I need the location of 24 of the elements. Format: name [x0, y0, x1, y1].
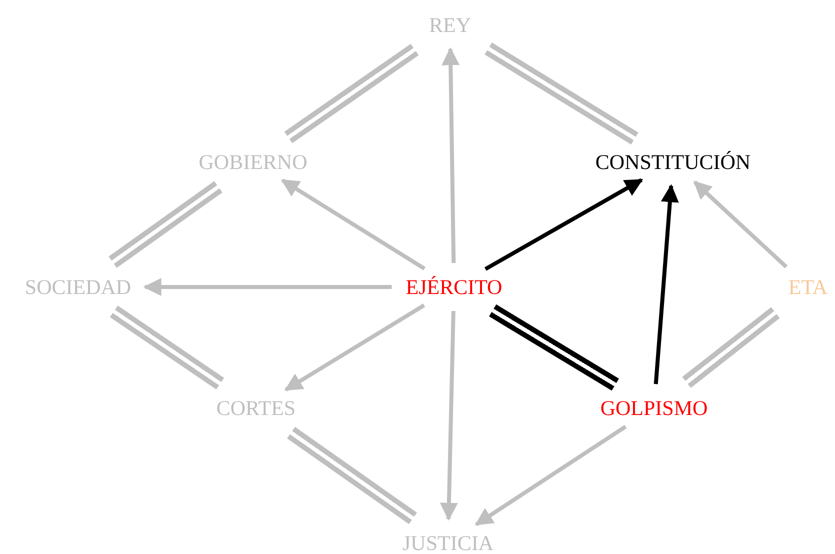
arrow [693, 180, 788, 268]
arrow [284, 304, 426, 392]
arrow [143, 278, 392, 296]
node-label: REY [427, 13, 473, 37]
arrow [442, 47, 460, 264]
double-line-connector [484, 42, 638, 144]
arrow [654, 184, 679, 384]
node-label: CONSTITUCIÓN [593, 150, 753, 174]
double-line-connector [108, 181, 222, 268]
double-line-connector [110, 306, 224, 390]
node-label: SOCIEDAD [22, 275, 134, 299]
double-line-connector [284, 44, 419, 144]
node-label: GOLPISMO [598, 396, 710, 420]
arrow [474, 424, 627, 526]
arrow [280, 178, 426, 270]
node-label: GOBIERNO [196, 150, 310, 174]
node-label: EJÉRCITO [404, 275, 504, 299]
double-line-connector [682, 307, 780, 388]
arrow [484, 178, 644, 271]
arrow [440, 310, 458, 521]
node-label: CORTES [214, 396, 298, 420]
double-line-connector [287, 426, 417, 524]
node-label: JUSTICIA [400, 531, 496, 554]
node-label: ETA [786, 275, 830, 299]
